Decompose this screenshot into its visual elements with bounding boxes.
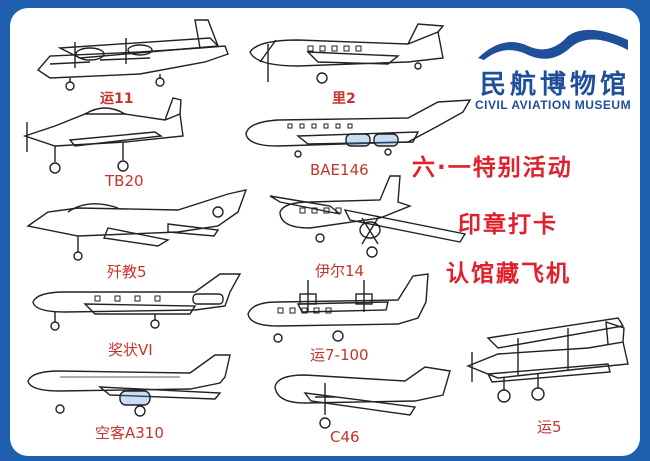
bae146-illustration — [238, 96, 473, 161]
logo-english-name: CIVIL AVIATION MUSEUM — [475, 98, 632, 112]
tb20-illustration — [15, 96, 185, 176]
logo-chinese-name: 民航博物馆 — [480, 70, 631, 100]
aircraft-label: C46 — [330, 428, 360, 446]
museum-logo — [468, 26, 638, 116]
a310-illustration — [20, 353, 265, 418]
aircraft-label: 伊尔14 — [315, 262, 365, 280]
aircraft-label: 里2 — [332, 91, 356, 107]
jj5-illustration — [18, 184, 258, 262]
c46-illustration — [265, 363, 455, 431]
y7-100-illustration — [238, 268, 448, 348]
citation-vi-illustration — [25, 270, 255, 340]
coloring-card: 运11 里2 TB20 — [10, 8, 640, 456]
y5-illustration — [458, 308, 633, 408]
li2-illustration — [238, 22, 448, 92]
aircraft-label: TB20 — [105, 172, 144, 190]
aircraft-label: 运5 — [537, 418, 562, 436]
aircraft-label: 运11 — [100, 91, 134, 107]
aircraft-label: 歼教5 — [107, 263, 147, 281]
logo-wave-icon — [478, 29, 628, 60]
slogan-stamp: 印章打卡 — [458, 212, 558, 238]
slogan-identify: 认馆藏飞机 — [446, 261, 571, 287]
aircraft-label: 运7-100 — [310, 346, 369, 364]
aircraft-label: 空客A310 — [95, 424, 164, 442]
event-title: 六·一特别活动 — [412, 155, 573, 181]
il14-illustration — [260, 172, 470, 262]
y11-illustration — [30, 18, 235, 93]
aircraft-label: 奖状VI — [108, 341, 153, 359]
aircraft-label: BAE146 — [310, 161, 369, 179]
